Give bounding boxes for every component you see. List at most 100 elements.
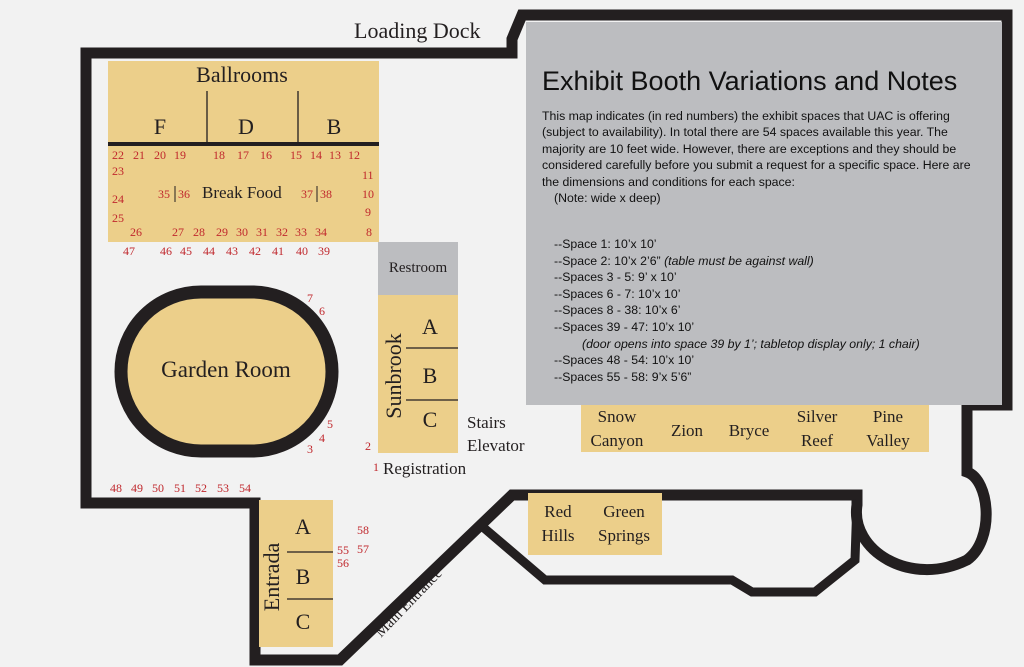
space-21[interactable]: 21	[133, 148, 145, 162]
ballrooms-room	[108, 61, 379, 242]
garden-room-label: Garden Room	[161, 357, 291, 382]
entrada-c-label: C	[295, 609, 311, 634]
ballroom-f-label: F	[153, 114, 167, 139]
space-17[interactable]: 17	[237, 148, 249, 162]
green-springs-label-line2: Springs	[598, 526, 650, 545]
entrada-label: Entrada	[259, 542, 284, 612]
space-49[interactable]: 49	[131, 481, 143, 495]
space-3[interactable]: 3	[307, 442, 313, 456]
red-hills-label-line1: Red	[544, 502, 572, 521]
ballroom-b-label: B	[326, 114, 342, 139]
space-46[interactable]: 46	[160, 244, 172, 258]
dimension-spaces-39-47-condition: (door opens into space 39 by 1’; tableto…	[582, 336, 920, 351]
space-1[interactable]: 1	[373, 460, 379, 474]
space-47[interactable]: 47	[123, 244, 135, 258]
space-8[interactable]: 8	[366, 225, 372, 239]
space-2[interactable]: 2	[365, 439, 371, 453]
space-29[interactable]: 29	[216, 225, 228, 239]
space-dimensions-list: --Space 1: 10’x 10’ --Space 2: 10’x 2’6”…	[554, 236, 920, 385]
dimension-space-2-condition: (table must be against wall)	[664, 253, 814, 268]
space-13[interactable]: 13	[329, 148, 341, 162]
space-32[interactable]: 32	[276, 225, 288, 239]
space-22[interactable]: 22	[112, 148, 124, 162]
space-5[interactable]: 5	[327, 417, 333, 431]
sunbrook-label: Sunbrook	[381, 333, 406, 419]
red-hills-green-springs-room	[528, 493, 662, 555]
notes-dimension-note: (Note: wide x deep)	[554, 191, 661, 206]
sunbrook-room	[378, 295, 458, 453]
entrada-b-label: B	[295, 564, 311, 589]
red-hills-label-line2: Hills	[541, 526, 575, 545]
notes-panel: Exhibit Booth Variations and Notes This …	[526, 22, 1002, 405]
dimension-spaces-6-7: --Spaces 6 - 7: 10’x 10’	[554, 286, 681, 301]
space-6[interactable]: 6	[319, 304, 325, 318]
space-7[interactable]: 7	[307, 291, 313, 305]
space-44[interactable]: 44	[203, 244, 215, 258]
space-35[interactable]: 35	[158, 187, 170, 201]
space-55[interactable]: 55	[337, 543, 349, 557]
space-40[interactable]: 40	[296, 244, 308, 258]
space-10[interactable]: 10	[362, 187, 374, 201]
space-48[interactable]: 48	[110, 481, 122, 495]
break-food-label: Break Food	[202, 183, 282, 202]
space-25[interactable]: 25	[112, 211, 124, 225]
space-56[interactable]: 56	[337, 556, 349, 570]
stairs-label: Stairs	[467, 413, 506, 432]
notes-title: Exhibit Booth Variations and Notes	[542, 66, 958, 96]
zion-label: Zion	[670, 421, 704, 440]
silver-reef-label-line2: Reef	[800, 431, 834, 450]
space-52[interactable]: 52	[195, 481, 207, 495]
notes-intro: This map indicates (in red numbers) the …	[542, 109, 971, 189]
space-12[interactable]: 12	[348, 148, 360, 162]
space-54[interactable]: 54	[239, 481, 251, 495]
bryce-label: Bryce	[728, 421, 770, 440]
restroom-room	[378, 242, 458, 295]
space-58[interactable]: 58	[357, 523, 369, 537]
sunbrook-c-label: C	[422, 407, 438, 432]
space-24[interactable]: 24	[112, 192, 124, 206]
space-39[interactable]: 39	[318, 244, 330, 258]
small-rooms-strip	[581, 405, 929, 452]
snow-canyon-label-line2: Canyon	[590, 431, 644, 450]
space-23[interactable]: 23	[112, 164, 124, 178]
space-28[interactable]: 28	[193, 225, 205, 239]
dimension-space-2: --Space 2: 10’x 2’6” (table must be agai…	[554, 253, 920, 270]
space-51[interactable]: 51	[174, 481, 186, 495]
entrada-a-label: A	[295, 514, 311, 539]
space-36[interactable]: 36	[178, 187, 190, 201]
space-9[interactable]: 9	[365, 205, 371, 219]
space-15[interactable]: 15	[290, 148, 302, 162]
dimension-spaces-8-38: --Spaces 8 - 38: 10’x 6’	[554, 303, 681, 318]
space-57[interactable]: 57	[357, 542, 369, 556]
space-19[interactable]: 19	[174, 148, 186, 162]
space-18[interactable]: 18	[213, 148, 225, 162]
space-4[interactable]: 4	[319, 431, 325, 445]
space-41[interactable]: 41	[272, 244, 284, 258]
space-43[interactable]: 43	[226, 244, 238, 258]
space-30[interactable]: 30	[236, 225, 248, 239]
dimension-space-1: --Space 1: 10’x 10’	[554, 237, 657, 251]
dimension-spaces-48-54: --Spaces 48 - 54: 10’x 10’	[554, 353, 695, 368]
notes-body: This map indicates (in red numbers) the …	[542, 108, 990, 206]
space-14[interactable]: 14	[310, 148, 322, 162]
elevator-label: Elevator	[467, 436, 525, 455]
corridor-wall	[481, 499, 862, 597]
space-11[interactable]: 11	[362, 168, 374, 182]
sunbrook-b-label: B	[422, 363, 438, 388]
space-38[interactable]: 38	[320, 187, 332, 201]
space-53[interactable]: 53	[217, 481, 229, 495]
space-20[interactable]: 20	[154, 148, 166, 162]
space-16[interactable]: 16	[260, 148, 272, 162]
space-31[interactable]: 31	[256, 225, 268, 239]
space-33[interactable]: 33	[295, 225, 307, 239]
space-37[interactable]: 37	[301, 187, 313, 201]
space-45[interactable]: 45	[180, 244, 192, 258]
sunbrook-a-label: A	[422, 314, 438, 339]
loading-dock-label: Loading Dock	[354, 18, 481, 43]
space-27[interactable]: 27	[172, 225, 184, 239]
space-34[interactable]: 34	[315, 225, 327, 239]
space-42[interactable]: 42	[249, 244, 261, 258]
space-26[interactable]: 26	[130, 225, 142, 239]
pine-valley-label-line2: Valley	[866, 431, 910, 450]
space-50[interactable]: 50	[152, 481, 164, 495]
